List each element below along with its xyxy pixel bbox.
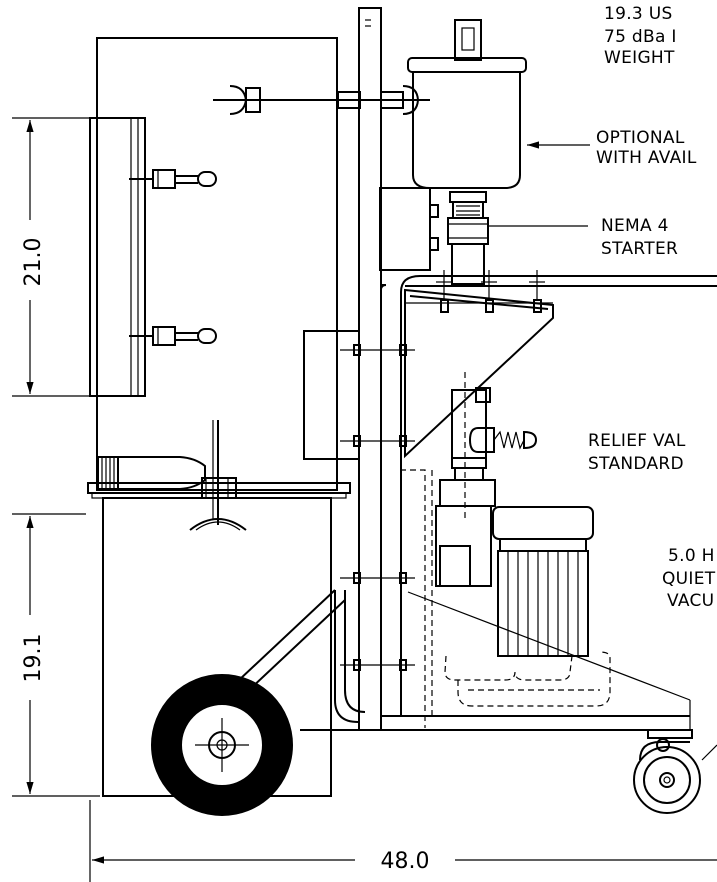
optional-callout-line-2: WITH AVAIL — [596, 148, 697, 168]
upper-latch — [129, 169, 217, 189]
mounting-plate — [303, 330, 360, 460]
access-door — [89, 117, 146, 397]
lower-latch — [129, 326, 217, 346]
dimension-upper-height: 21.0 — [21, 238, 46, 287]
spec-line-2: 75 dBa I — [604, 27, 677, 47]
inlet-connector — [97, 456, 206, 490]
frame-bolts — [340, 344, 415, 671]
nema-4-starter-box — [379, 187, 439, 271]
support-bracket — [404, 270, 554, 459]
vacuum-pump-motor — [435, 505, 594, 657]
dump-handle — [189, 420, 247, 531]
spec-line-1: 19.3 US — [604, 4, 673, 24]
optional-callout-line-1: OPTIONAL — [596, 128, 685, 148]
dimension-lower-height: 19.1 — [21, 634, 46, 683]
caster-wheel — [633, 729, 717, 814]
spec-line-3: WEIGHT — [604, 48, 675, 68]
motor-callout-line-3: VACU — [667, 591, 714, 611]
relief-callout-line-2: STANDARD — [588, 454, 684, 474]
relief-callout-line-1: RELIEF VAL — [588, 431, 686, 451]
dimension-overall-width: 48.0 — [381, 849, 430, 874]
nema-callout-line-2: STARTER — [601, 239, 678, 259]
nema-callout-line-1: NEMA 4 — [601, 216, 669, 236]
main-wheel — [151, 674, 293, 816]
motor-callout-line-2: QUIET — [662, 569, 716, 589]
pump-base-dashed — [400, 469, 691, 730]
callout-leaders — [487, 141, 590, 227]
relief-valve-assembly — [439, 372, 538, 520]
motor-callout-line-1: 5.0 H — [668, 546, 715, 566]
dimension-lines — [12, 117, 717, 882]
upper-pipe-fitting — [213, 85, 430, 115]
optional-filter-canister — [407, 19, 527, 285]
